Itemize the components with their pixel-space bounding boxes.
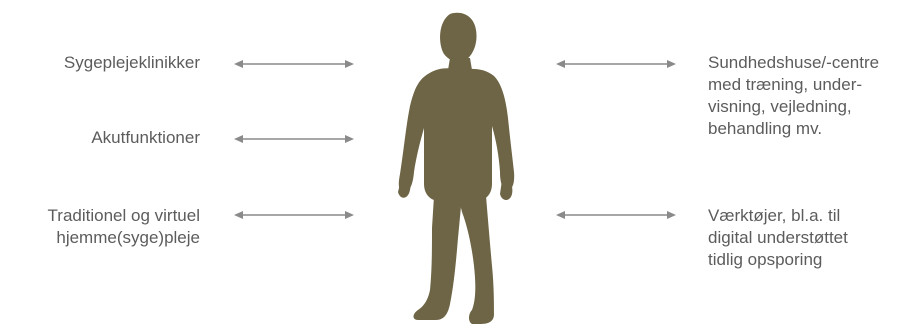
label-hjemmepleje: Traditionel og virtuel hjemme(syge)pleje bbox=[20, 205, 200, 249]
double-headed-arrow-icon bbox=[234, 209, 354, 221]
label-sygeplejeklinikker: Sygeplejeklinikker bbox=[20, 52, 200, 74]
double-headed-arrow-icon bbox=[234, 58, 354, 70]
label-akutfunktioner: Akutfunktioner bbox=[20, 127, 200, 149]
label-sundhedshuse: Sundhedshuse/-centre med træning, under-… bbox=[708, 52, 913, 140]
label-vaerktoejer: Værktøjer, bl.a. til digital understøtte… bbox=[708, 205, 913, 271]
double-headed-arrow-icon bbox=[556, 58, 676, 70]
double-headed-arrow-icon bbox=[556, 209, 676, 221]
double-headed-arrow-icon bbox=[234, 133, 354, 145]
person-silhouette-icon bbox=[388, 8, 528, 327]
